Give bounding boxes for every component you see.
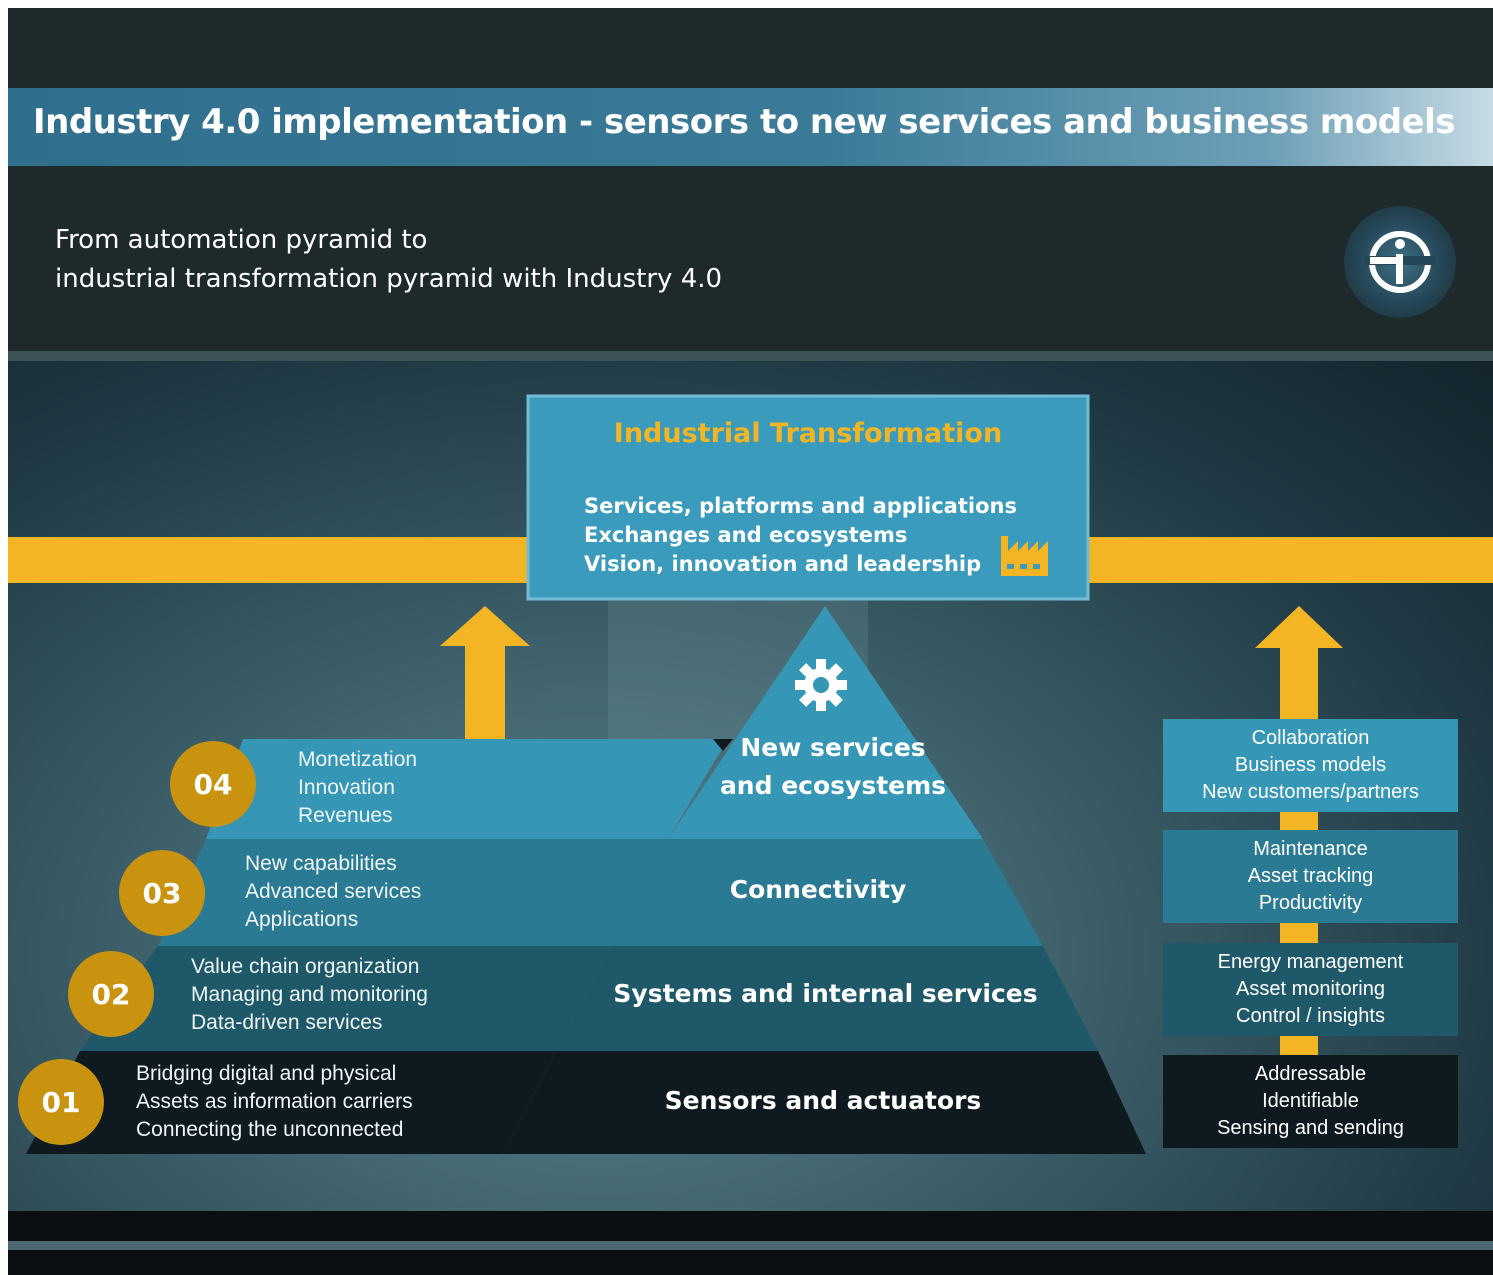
level-01-description: Bridging digital and physical Assets as …: [136, 1060, 413, 1144]
infographic-frame: Industry 4.0 implementation - sensors to…: [8, 8, 1493, 1275]
description-line: Value chain organization: [191, 955, 420, 978]
right-box-line: Energy management: [1217, 951, 1404, 973]
level-number-04: 04: [170, 741, 256, 827]
level-number-02: 02: [68, 951, 154, 1037]
subtitle-panel: From automation pyramid to industrial tr…: [8, 166, 1493, 358]
description-line: Assets as information carriers: [136, 1090, 413, 1113]
logo-icon: [1364, 231, 1436, 293]
right-box-line: Identifiable: [1262, 1090, 1359, 1112]
description-line: Managing and monitoring: [191, 983, 428, 1006]
pyramid-label-line: and ecosystems: [719, 771, 947, 800]
level-04-description: Monetization Innovation Revenues: [298, 746, 417, 830]
description-line: Applications: [245, 908, 359, 931]
right-box-1: Collaboration Business models New custom…: [1163, 725, 1458, 806]
level-02-description: Value chain organization Managing and mo…: [191, 953, 428, 1037]
subtitle-line-1: From automation pyramid to: [55, 225, 428, 255]
right-box-3-shape: [1163, 943, 1458, 1036]
right-box-line: Control / insights: [1236, 1005, 1385, 1027]
bottom-line: [8, 1241, 1493, 1250]
right-box-line: New customers/partners: [1202, 781, 1419, 803]
band-01: [26, 1051, 556, 1154]
diagram-graphics: [8, 394, 1493, 1154]
pyramid-label-04: New services and ecosystems: [708, 729, 958, 805]
description-line: Connecting the unconnected: [136, 1118, 404, 1141]
description-line: Data-driven services: [191, 1011, 383, 1034]
subtitle-line-2: industrial transformation pyramid with I…: [55, 264, 723, 294]
description-line: New capabilities: [245, 852, 397, 875]
pyramid-level-04: [668, 606, 983, 839]
right-box-line: Asset tracking: [1247, 865, 1374, 887]
description-line: Bridging digital and physical: [136, 1062, 397, 1085]
pyramid-level-03: [611, 839, 1043, 946]
pointer-marker: [713, 739, 733, 751]
right-box-4: Addressable Identifiable Sensing and sen…: [1163, 1061, 1458, 1142]
description-line: Revenues: [298, 804, 393, 827]
top-box: Industrial Transformation Services, plat…: [528, 396, 1088, 599]
right-box-line: Sensing and sending: [1217, 1117, 1404, 1139]
level-number-01: 01: [18, 1059, 104, 1145]
band-03: [158, 839, 668, 946]
pyramid-label-03: Connectivity: [729, 875, 907, 904]
level-number-03: 03: [119, 850, 205, 936]
right-box-2-shape: [1163, 830, 1458, 923]
pyramid-level-01: [503, 1051, 1146, 1154]
gear-icon: [795, 659, 847, 711]
diagram-area: Industrial Transformation Services, plat…: [8, 361, 1493, 1211]
title-banner: Industry 4.0 implementation - sensors to…: [8, 88, 1493, 166]
right-box-line: Collaboration: [1251, 727, 1370, 749]
top-box-line: Exchanges and ecosystems: [584, 523, 908, 547]
left-up-arrow: [440, 606, 530, 743]
description-line: Monetization: [298, 748, 418, 771]
top-box-line: Services, platforms and applications: [584, 494, 1017, 518]
right-box-1-shape: [1163, 719, 1458, 812]
top-box-lines: Services, platforms and applications Exc…: [584, 492, 1017, 579]
top-box-title: Industrial Transformation: [613, 418, 1003, 449]
page-title: Industry 4.0 implementation - sensors to…: [33, 102, 1455, 142]
description-line: Innovation: [298, 776, 395, 799]
band-04: [206, 739, 728, 839]
right-box-line: Asset monitoring: [1236, 978, 1385, 1000]
right-box-line: Productivity: [1258, 892, 1363, 914]
right-box-4-shape: [1163, 1055, 1458, 1148]
subtitle: From automation pyramid to industrial tr…: [55, 221, 722, 299]
top-box-shape: [526, 394, 1090, 601]
level-03-description: New capabilities Advanced services Appli…: [245, 850, 421, 934]
pyramid-label-line: New services: [740, 733, 926, 762]
factory-icon: [1001, 536, 1048, 576]
right-box-line: Business models: [1234, 754, 1387, 776]
pyramid-label-01: Sensors and actuators: [664, 1086, 982, 1115]
right-box-line: Maintenance: [1253, 838, 1368, 860]
pyramid-level-02: [556, 946, 1098, 1051]
top-strip: [8, 8, 1493, 88]
separator: [8, 351, 1493, 361]
brand-logo: [1344, 206, 1456, 318]
band-02: [80, 946, 611, 1051]
right-box-3: Energy management Asset monitoring Contr…: [1163, 949, 1458, 1030]
description-line: Advanced services: [245, 880, 422, 903]
top-box-line: Vision, innovation and leadership: [584, 552, 982, 576]
right-box-line: Addressable: [1254, 1063, 1367, 1085]
pyramid-label-02: Systems and internal services: [613, 979, 1038, 1008]
right-box-2: Maintenance Asset tracking Productivity: [1163, 836, 1458, 917]
